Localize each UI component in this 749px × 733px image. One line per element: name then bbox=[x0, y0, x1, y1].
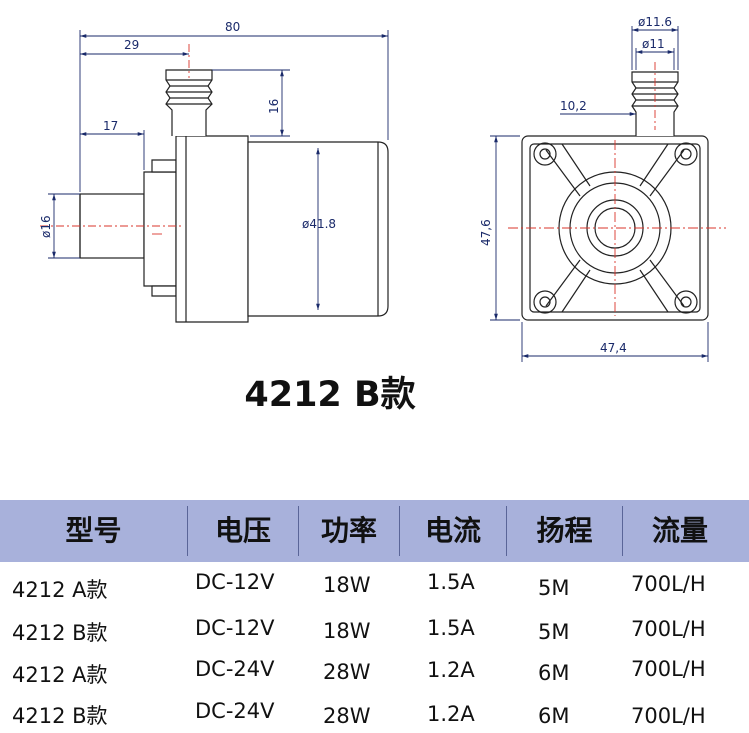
front-centerlines bbox=[508, 62, 726, 316]
header-flow: 流量 bbox=[651, 514, 708, 547]
cell-head: 5M bbox=[538, 576, 570, 600]
dim-inlet-offset: 29 bbox=[124, 38, 139, 52]
cell-voltage: DC-12V bbox=[195, 570, 275, 594]
cell-power: 28W bbox=[323, 660, 371, 684]
dim-outlet-diameter: ø16 bbox=[39, 215, 53, 238]
header-divider bbox=[622, 506, 623, 556]
pump-technical-drawing: 80 29 17 16 ø16 ø41.8 bbox=[39, 15, 726, 362]
front-dimensions bbox=[490, 26, 709, 362]
cell-current: 1.5A bbox=[427, 616, 475, 640]
dim-inlet-height: 16 bbox=[267, 99, 281, 114]
spec-table: 型号 电压 功率 电流 扬程 流量 4212 A款 DC-12V 18W 1.5… bbox=[0, 500, 749, 733]
cell-head: 6M bbox=[538, 704, 570, 728]
header-head: 扬程 bbox=[536, 514, 593, 547]
dim-outlet-offset: 17 bbox=[103, 119, 118, 133]
dim-top-inner: ø11 bbox=[642, 37, 665, 51]
table-header: 型号 电压 功率 电流 扬程 流量 bbox=[0, 500, 749, 562]
cell-voltage: DC-24V bbox=[195, 699, 275, 723]
dim-side-offset: 10,2 bbox=[560, 99, 587, 113]
cell-current: 1.2A bbox=[427, 702, 475, 726]
cell-voltage: DC-24V bbox=[195, 657, 275, 681]
cell-head: 5M bbox=[538, 620, 570, 644]
cell-power: 28W bbox=[323, 704, 371, 728]
cell-power: 18W bbox=[323, 619, 371, 643]
cell-flow: 700L/H bbox=[631, 657, 706, 681]
cell-model: 4212 A款 bbox=[12, 578, 108, 602]
cell-power: 18W bbox=[323, 573, 371, 597]
header-divider bbox=[187, 506, 188, 556]
side-view bbox=[79, 69, 389, 323]
dim-overall-length: 80 bbox=[225, 20, 240, 34]
header-divider bbox=[506, 506, 507, 556]
header-divider bbox=[298, 506, 299, 556]
dim-width: 47,4 bbox=[600, 341, 627, 355]
header-current: 电流 bbox=[424, 514, 481, 547]
header-voltage: 电压 bbox=[214, 514, 271, 547]
cell-model: 4212 B款 bbox=[12, 704, 108, 728]
dim-top-outer: ø11.6 bbox=[638, 15, 672, 29]
side-centerlines bbox=[40, 44, 190, 235]
cell-model: 4212 A款 bbox=[12, 663, 108, 687]
cell-current: 1.2A bbox=[427, 658, 475, 682]
dim-body-diameter: ø41.8 bbox=[302, 217, 336, 231]
side-dimensions bbox=[48, 30, 389, 310]
cell-flow: 700L/H bbox=[631, 617, 706, 641]
cell-head: 6M bbox=[538, 661, 570, 685]
dim-height: 47,6 bbox=[479, 219, 493, 246]
cell-flow: 700L/H bbox=[631, 704, 706, 728]
cell-flow: 700L/H bbox=[631, 572, 706, 596]
cell-current: 1.5A bbox=[427, 570, 475, 594]
header-divider bbox=[399, 506, 400, 556]
cell-model: 4212 B款 bbox=[12, 621, 108, 645]
cell-voltage: DC-12V bbox=[195, 616, 275, 640]
header-model: 型号 bbox=[65, 514, 122, 547]
model-title: 4212 B款 bbox=[244, 375, 416, 415]
header-power: 功率 bbox=[320, 514, 377, 547]
